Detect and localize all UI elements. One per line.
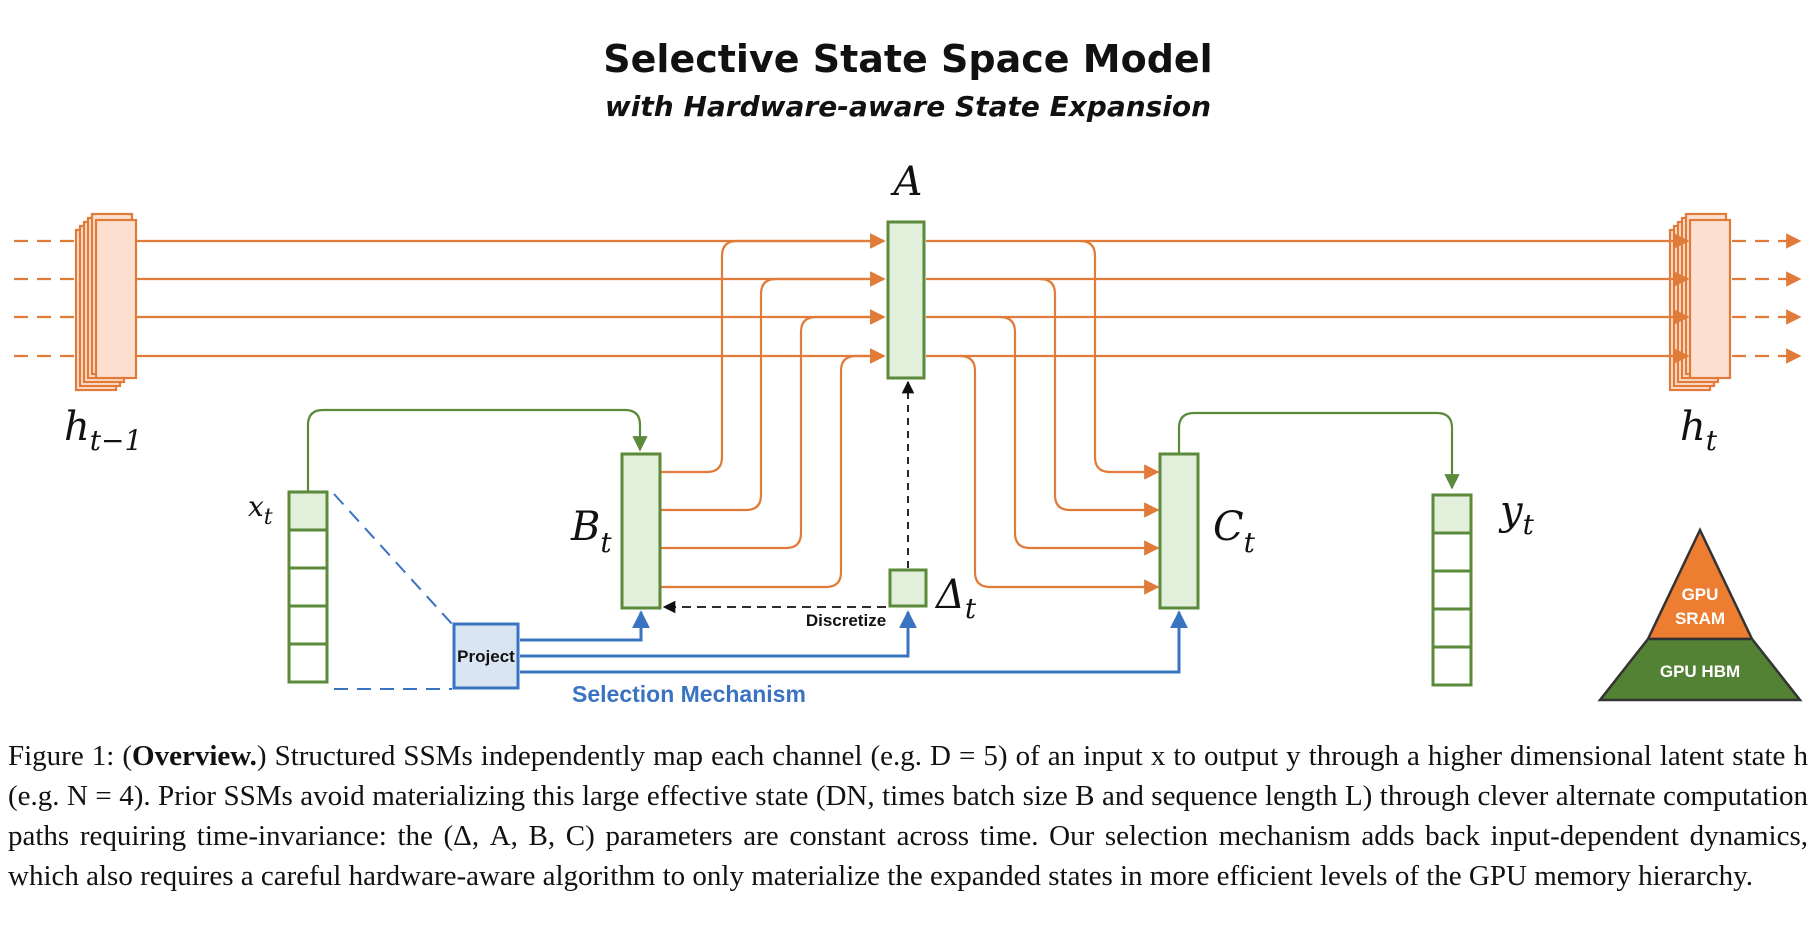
project-label: Project [457,647,515,666]
figure-caption: Figure 1: (Overview.) Structured SSMs in… [8,740,1808,892]
h-prev-state-block [74,212,138,392]
gpu-memory-pyramid: GPU SRAM GPU HBM [1597,527,1803,702]
discretize-label: Discretize [806,611,886,630]
c-matrix-box [1158,452,1200,610]
selection-mechanism-label: Selection Mechanism [572,681,806,707]
h-t-label: ht [1680,404,1718,457]
a-label: A [890,159,923,205]
h-prev-label: ht−1 [64,404,142,457]
x-to-b-arrow [306,408,648,492]
h-prev-dashed-inputs [14,239,82,358]
c-label: Ct [1213,504,1256,559]
sram-label-line1: GPU [1682,585,1719,604]
delta-box [888,568,928,608]
sram-label-line2: SRAM [1675,609,1725,628]
state-to-c-connectors [959,239,1160,595]
diagram-subtitle: with Hardware-aware State Expansion [605,90,1211,123]
selection-arrows [520,610,1188,674]
c-to-y-arrow [1177,411,1460,490]
caption-figure-number: Figure 1: [8,740,115,772]
y-output-column [1431,493,1473,687]
x-label: xt [248,490,273,530]
b-to-state-connectors [661,233,886,589]
project-dash-upper [333,493,453,625]
caption-bold-heading: Overview. [132,740,257,772]
caption-body: Structured SSMs independently map each c… [8,740,1808,892]
y-label: yt [1498,488,1535,541]
project-box [452,622,520,690]
hbm-label: GPU HBM [1660,662,1740,681]
state-lines [136,233,1690,364]
b-label: Bt [570,504,612,559]
b-matrix-box [620,452,662,610]
h-t-dashed-outputs [1732,233,1802,364]
a-matrix-box [886,220,926,380]
delta-label: Δt [934,572,977,625]
x-input-column [287,490,329,684]
diagram-title: Selective State Space Model [603,37,1212,81]
